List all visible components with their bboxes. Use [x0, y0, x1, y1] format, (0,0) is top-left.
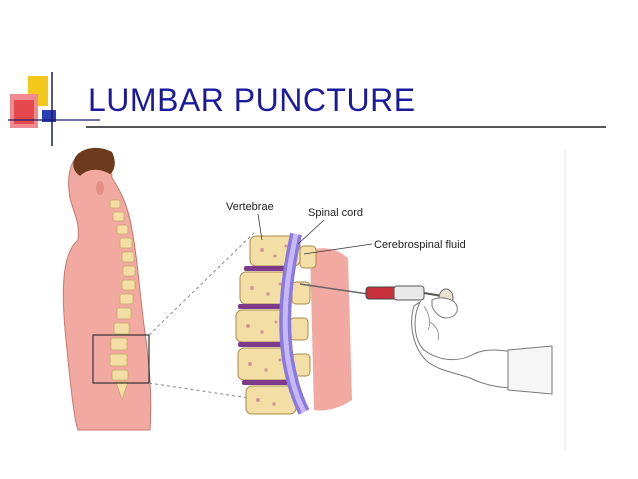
spine [109, 199, 136, 402]
deco-red-inner [14, 100, 34, 124]
back-skin [310, 248, 352, 411]
zoom-guide-top [148, 231, 256, 336]
magnified-spine [235, 232, 352, 415]
leader-spinal-cord [297, 219, 325, 245]
needle [299, 283, 369, 295]
slide-title: LUMBAR PUNCTURE [88, 82, 416, 118]
label-vertebrae: Vertebrae [226, 201, 274, 213]
spinal-cord-inner [282, 233, 307, 414]
leader-csf [303, 243, 373, 255]
finger-2 [429, 321, 439, 341]
gloved-hand [411, 297, 553, 395]
torso [62, 149, 152, 431]
title-underline [86, 126, 606, 128]
zoom-guide-bottom [148, 382, 263, 401]
bone-texture [246, 244, 288, 406]
leader-vertebrae [257, 213, 263, 241]
label-spinal-cord: Spinal cord [308, 207, 363, 219]
ear [96, 181, 104, 195]
discs [238, 266, 294, 385]
labels: Vertebrae Spinal cord Cerebrospinal flui… [226, 201, 466, 255]
finger-1 [423, 305, 431, 331]
zoom-box [92, 334, 150, 384]
label-csf: Cerebrospinal fluid [374, 239, 466, 251]
syringe [299, 283, 454, 308]
cuff [507, 345, 553, 395]
hair [73, 147, 115, 176]
corner-decoration [8, 72, 100, 146]
human-figure [62, 147, 152, 431]
syringe-rear [393, 285, 425, 301]
thumb [431, 297, 458, 319]
